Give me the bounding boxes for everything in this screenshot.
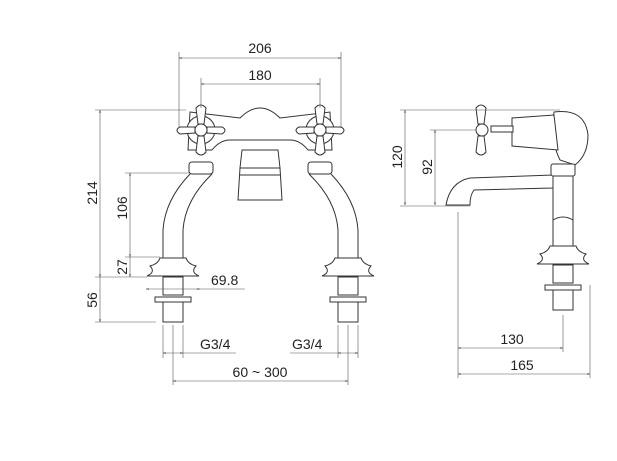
dim-thread-left: G3/4 xyxy=(200,336,231,352)
dim-flange-diameter: 69.8 xyxy=(211,272,238,288)
dim-spout-height: 92 xyxy=(419,159,435,175)
dim-height-top: 120 xyxy=(389,145,405,169)
side-dimensions: 120 92 130 165 xyxy=(389,109,591,378)
dim-flange-height: 27 xyxy=(114,259,130,275)
front-dimensions: 206 180 214 106 27 69.8 56 G3/4 xyxy=(84,40,359,385)
dim-spout-reach: 130 xyxy=(500,331,524,347)
side-cross-handle-icon xyxy=(475,104,489,156)
body xyxy=(187,107,333,201)
dim-overall-height: 214 xyxy=(84,181,100,205)
dim-thread-right: G3/4 xyxy=(292,336,323,352)
dim-tail-length: 56 xyxy=(84,292,100,308)
dim-overall-width: 206 xyxy=(248,40,272,56)
front-view: 206 180 214 106 27 69.8 56 G3/4 xyxy=(84,40,375,385)
right-cross-handle-icon xyxy=(295,104,345,156)
dim-handle-centers: 180 xyxy=(248,67,272,83)
dim-center-range: 60 ~ 300 xyxy=(233,364,288,380)
dim-nut-height: 106 xyxy=(114,196,130,220)
right-leg xyxy=(307,161,375,323)
dim-overall-depth: 165 xyxy=(510,357,534,373)
side-view: 120 92 130 165 xyxy=(389,104,591,378)
left-leg xyxy=(146,161,214,323)
left-cross-handle-icon xyxy=(176,104,226,156)
